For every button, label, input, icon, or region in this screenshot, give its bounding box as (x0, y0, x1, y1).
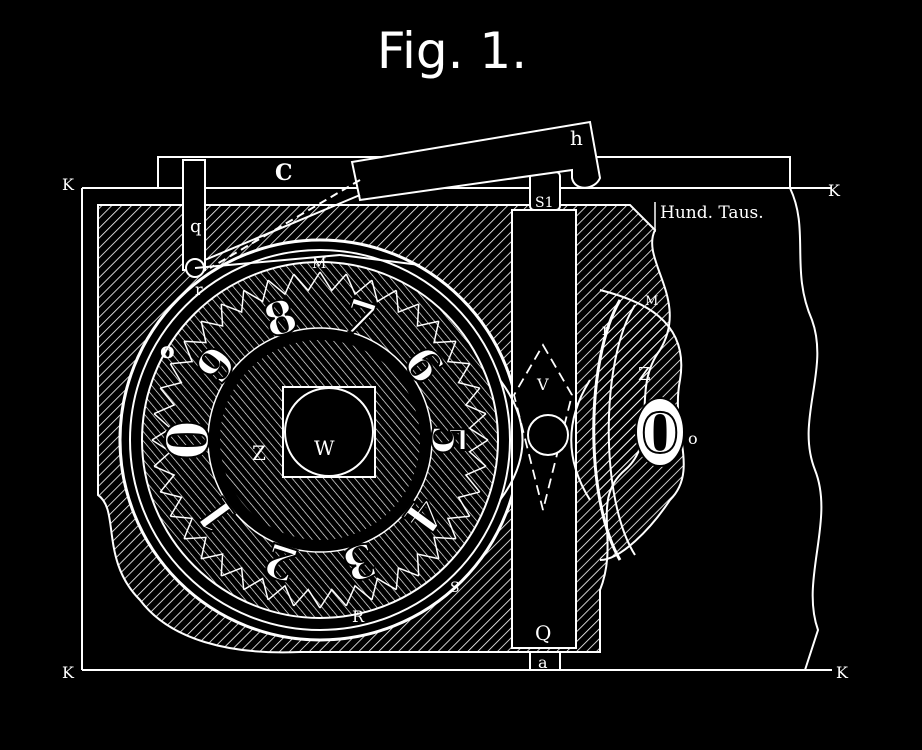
ratchet-tooth (416, 553, 439, 576)
label-a: a (538, 653, 548, 672)
number-wheel (118, 238, 522, 642)
label-k-top-left: K (62, 175, 75, 194)
label-w: W (314, 436, 335, 460)
label-s-bottom: S (450, 580, 460, 596)
label-q: q (190, 216, 202, 237)
label-m-top: M (312, 256, 326, 272)
ratchet-tooth (243, 577, 269, 600)
ratchet-tooth (433, 536, 456, 559)
ratchet-tooth (433, 321, 456, 344)
lever-assembly (182, 120, 602, 278)
label-q-bar: Q (535, 621, 551, 645)
label-v: V (536, 375, 549, 394)
label-k-bottom-left: K (62, 663, 75, 682)
ratchet-tooth (345, 584, 373, 607)
ratchet-tooth (464, 465, 487, 493)
ratchet-tooth (220, 290, 245, 314)
wheel-numeral: 5 (421, 424, 475, 456)
ratchet-tooth (395, 566, 420, 590)
label-o-right: o (688, 429, 698, 448)
frame (81, 156, 832, 671)
ratchet-tooth (457, 491, 480, 517)
label-s1: S1 (535, 195, 554, 211)
label-o-left: o (160, 338, 175, 364)
label-z-inner: Z (252, 441, 266, 465)
ratchet-tooth (371, 577, 397, 600)
ratchet-tooth (220, 566, 245, 590)
section-label: Hund. Taus. (660, 203, 764, 223)
label-r-bottom: R (352, 607, 365, 626)
ratchet-tooth (151, 413, 172, 441)
label-r-right: r (602, 320, 610, 339)
vertical-bar (499, 171, 591, 671)
ratchet-tooth (184, 536, 207, 559)
ratchet-tooth (319, 271, 347, 292)
ratchet-tooth (170, 515, 194, 540)
right-wheel: 0 (592, 289, 685, 561)
part-labels: K K K K C h q r o M Z W S1 V Q a R S r M… (62, 126, 849, 682)
right-wheel-numeral-glyph: 0 (641, 401, 679, 465)
label-m-right: M (645, 294, 658, 309)
ratchet-tooth (416, 304, 439, 327)
ratchet-tooth (345, 273, 373, 296)
ratchet-tooth (371, 280, 397, 303)
ratchet-tooth (160, 491, 183, 517)
ratchet-tooth (184, 321, 207, 344)
ratchet-tooth (267, 273, 295, 296)
label-k-bottom-right: K (836, 663, 849, 682)
ratchet-tooth (468, 413, 489, 441)
ratchet-tooth (395, 290, 420, 314)
ratchet-tooth (267, 584, 295, 607)
label-r-left: r (195, 280, 203, 299)
ratchet-tooth (464, 387, 487, 415)
ratchet-tooth (468, 439, 489, 467)
ratchet-tooth (153, 387, 176, 415)
label-c: C (275, 160, 293, 186)
ratchet-tooth (243, 280, 269, 303)
ratchet-tooth (293, 271, 321, 292)
ratchet-tooth (201, 304, 224, 327)
ratchet-tooth (457, 363, 480, 389)
label-h: h (570, 126, 583, 150)
figure-title: Fig. 1. (377, 22, 527, 80)
ratchet-tooth (446, 340, 470, 365)
ratchet-tooth (446, 515, 470, 540)
ratchet-tooth (201, 553, 224, 576)
ratchet-tooth (319, 588, 347, 609)
ratchet-tooth (293, 588, 321, 609)
ratchet-tooth (170, 340, 194, 365)
ratchet-tooth (153, 465, 176, 493)
ratchet-tooth (151, 439, 172, 467)
ratchet-tooth (160, 363, 183, 389)
label-z-right: Z (638, 364, 651, 385)
wheel-numeral: 0 (154, 420, 222, 460)
label-k-top-right: K (828, 181, 841, 200)
